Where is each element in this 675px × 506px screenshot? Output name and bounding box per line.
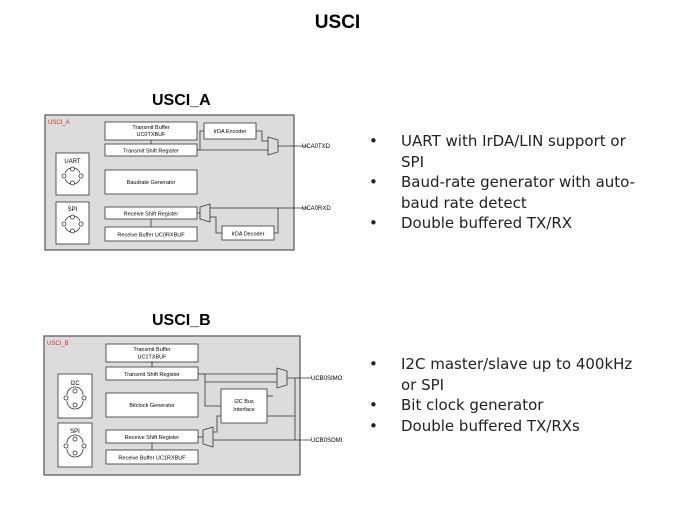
uart-mode-box xyxy=(55,152,90,196)
usci-a-feature-list: UART with IrDA/LIN support or SPI Baud-r… xyxy=(369,131,639,234)
svg-text:UC0TXBUF: UC0TXBUF xyxy=(136,132,166,138)
usci-a-heading: USCI_A xyxy=(152,92,211,109)
svg-text:Receive Buffer UC0RXBUF: Receive Buffer UC0RXBUF xyxy=(117,233,185,239)
spi-mode-box xyxy=(55,201,90,245)
list-item: Baud-rate generator with auto-baud rate … xyxy=(369,172,639,213)
svg-text:Bitclock Generator: Bitclock Generator xyxy=(129,403,174,409)
list-item: Bit clock generator xyxy=(369,395,639,416)
svg-text:IrDA Encoder: IrDA Encoder xyxy=(214,129,247,135)
bitclock-generator-block xyxy=(105,392,199,418)
i2c-mode-switch-icon xyxy=(63,386,87,410)
svg-text:Transmit Buffer: Transmit Buffer xyxy=(132,125,169,131)
svg-text:Interface: Interface xyxy=(233,407,254,413)
usci-a-tag: USCI_A xyxy=(48,120,70,126)
list-item: Double buffered TX/RX xyxy=(369,213,639,234)
i2c-bus-interface-block xyxy=(220,388,268,424)
spi-mode-box xyxy=(57,422,93,468)
usci-b-block-diagram: USCI_B I2C SPI Transmit Buffer UC1TXBUF … xyxy=(43,335,343,476)
spi-mode-switch-icon xyxy=(63,434,87,458)
usci-b-feature-list: I2C master/slave up to 400kHz or SPI Bit… xyxy=(369,354,639,436)
i2c-mode-box xyxy=(57,373,93,419)
svg-text:I2C Bus: I2C Bus xyxy=(234,399,254,405)
list-item: UART with IrDA/LIN support or SPI xyxy=(369,131,639,172)
i2c-mode-label: I2C xyxy=(70,381,80,387)
list-item: Double buffered TX/RXs xyxy=(369,416,639,437)
usci-a-block-diagram: USCI_A UART SPI Transmit Buffer UC0TXBUF… xyxy=(44,114,331,251)
ucb0simo-pin-label: UCB0SIMO xyxy=(311,376,343,382)
uca0txd-pin-label: UCA0TXD xyxy=(302,144,331,150)
list-item: I2C master/slave up to 400kHz or SPI xyxy=(369,354,639,395)
uca0rxd-pin-label: UCA0RXD xyxy=(302,206,331,212)
svg-text:Transmit Shift Register: Transmit Shift Register xyxy=(123,149,179,155)
svg-text:Baudrate Generator: Baudrate Generator xyxy=(127,180,176,186)
uart-mode-label: UART xyxy=(64,159,81,165)
spi-mode-label: SPI xyxy=(70,429,80,435)
svg-text:Receive Shift Register: Receive Shift Register xyxy=(125,435,180,441)
svg-text:IrDA Decoder: IrDA Decoder xyxy=(231,232,264,238)
usci-b-wiring xyxy=(151,362,311,450)
ucb0somi-pin-label: UCB0SOMI xyxy=(311,438,343,444)
page-title: USCI xyxy=(314,12,361,33)
usci-b-tag: USCI_B xyxy=(47,341,69,347)
spi-mode-switch-icon xyxy=(61,214,84,234)
spi-mode-label: SPI xyxy=(68,207,78,213)
baudrate-generator-block xyxy=(104,169,198,195)
svg-text:Transmit Buffer: Transmit Buffer xyxy=(133,347,170,353)
svg-text:Transmit Shift Register: Transmit Shift Register xyxy=(124,372,180,378)
uart-mode-switch-icon xyxy=(61,166,84,186)
usci-b-heading: USCI_B xyxy=(152,312,211,329)
svg-text:Receive Shift Register: Receive Shift Register xyxy=(124,212,179,218)
svg-text:Receive Buffer UC1RXBUF: Receive Buffer UC1RXBUF xyxy=(118,456,186,462)
svg-text:UC1TXBUF: UC1TXBUF xyxy=(137,355,167,361)
usci-a-wiring xyxy=(150,130,308,234)
